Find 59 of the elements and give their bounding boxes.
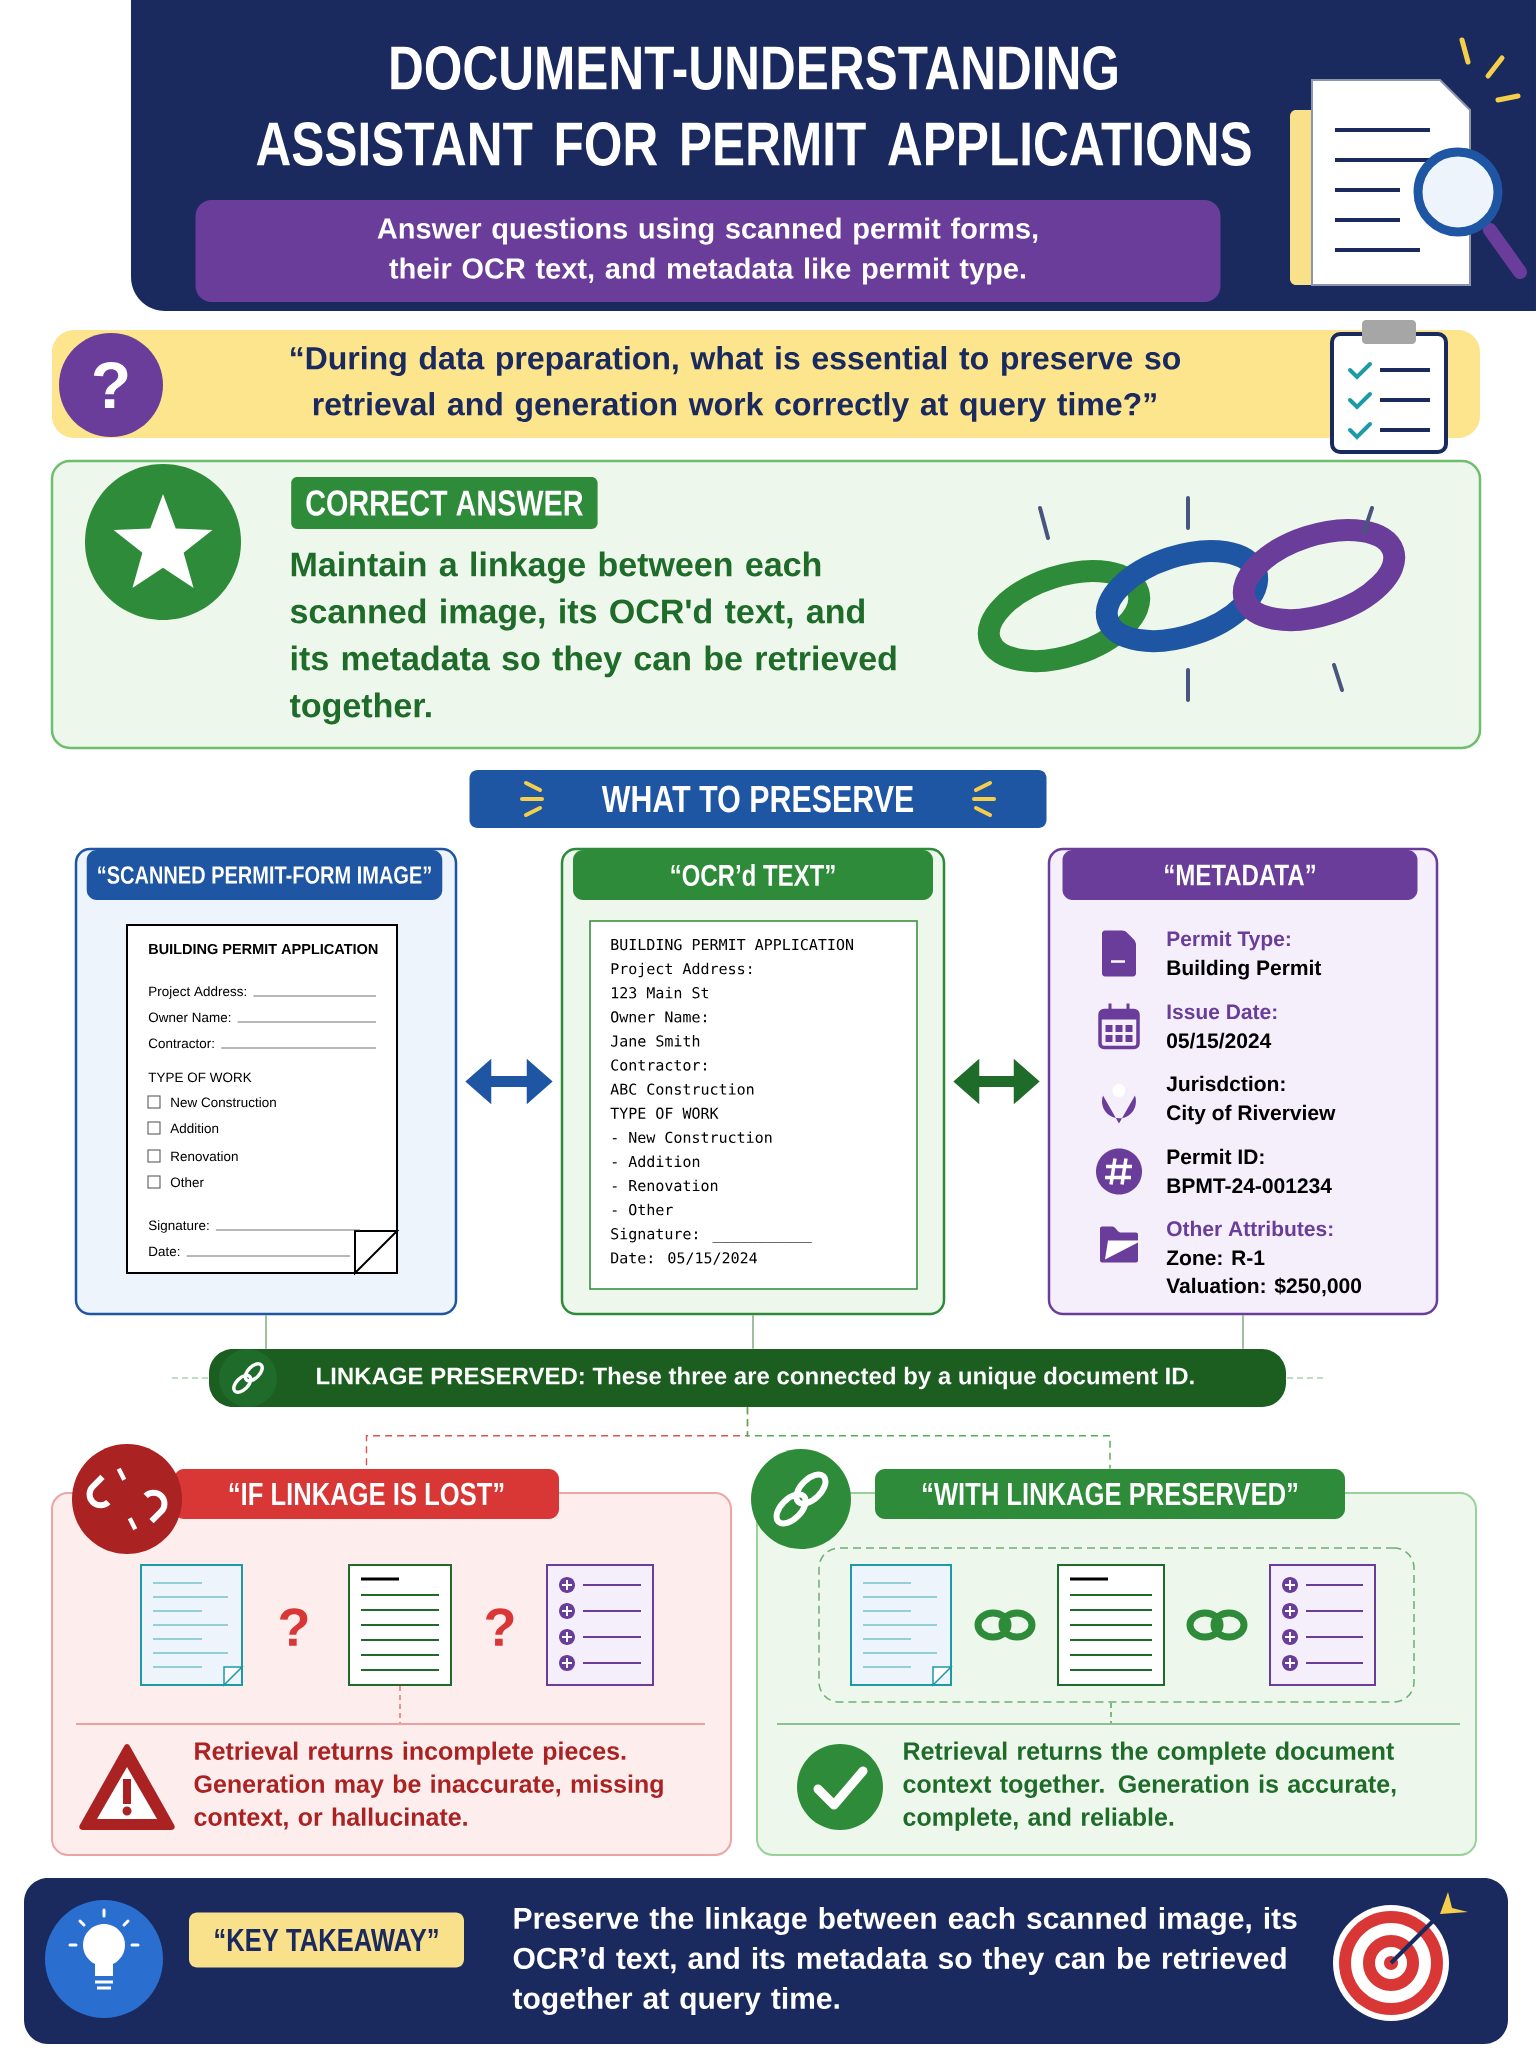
question-mark: ?	[486, 1608, 514, 1646]
ocr-line: Project Address:	[611, 962, 752, 978]
field-label: Other Attributes:	[1167, 1220, 1333, 1237]
question-badge: ?	[59, 333, 163, 437]
form-heading: TYPE OF WORK	[148, 1072, 252, 1083]
ocr-line: Date: 05/15/2024	[611, 1252, 757, 1265]
ocr-line: - Renovation	[612, 1179, 718, 1192]
field-label: Issue Date:	[1167, 1004, 1277, 1020]
field-label: Jurisdction:	[1166, 1075, 1285, 1092]
section-banner: WHAT TO PRESERVE	[469, 770, 1047, 828]
checkbox-label: New Construction	[171, 1097, 276, 1108]
metadata-list-picture	[546, 1564, 654, 1686]
takeaway-tag: “KEY TAKEAWAY”	[189, 1912, 464, 1968]
field-value: Zone: R-1	[1166, 1250, 1265, 1266]
title: DOCUMENT-UNDERSTANDING ASSISTANT FOR PERMIT APPLICATIONS	[256, 46, 1251, 166]
metadata-list-picture	[1269, 1564, 1376, 1686]
panel-tab: “OCR’d TEXT”	[573, 850, 933, 900]
ocr-line: Jane Smith	[611, 1035, 700, 1047]
ocr-line: ABC Construction	[610, 1083, 754, 1095]
field-value: Valuation: $250,000	[1166, 1277, 1362, 1297]
connector-line	[746, 1406, 1111, 1470]
field-value: BPMT-24-001234	[1167, 1178, 1332, 1194]
field-label: Project Address:	[149, 986, 246, 999]
ocr-line: Signature: ___________	[611, 1227, 812, 1243]
ocr-line: Contractor:	[611, 1059, 706, 1071]
field-label: Signature:	[148, 1220, 209, 1233]
ocr-line: Owner Name:	[611, 1011, 706, 1023]
connector-line	[1242, 1314, 1244, 1350]
question-mark: ?	[280, 1608, 308, 1646]
ocr-line: 123 Main St	[612, 986, 709, 999]
subtitle-box: Answer questions using scanned permit forms, their OCR text, and metadata like permit type.	[195, 200, 1221, 302]
connector-line	[752, 1314, 754, 1350]
panel-tab: “METADATA”	[1062, 850, 1418, 900]
text-document-picture	[348, 1564, 452, 1686]
field-value: 05/15/2024	[1167, 1032, 1272, 1049]
field-label: Permit Type:	[1167, 930, 1290, 951]
panel-tab: “WITH LINKAGE PRESERVED”	[875, 1469, 1345, 1519]
field-value: Building Permit	[1167, 959, 1322, 980]
checkbox-label: Addition	[170, 1123, 219, 1134]
answer-tag: CORRECT ANSWER	[291, 477, 598, 529]
ocr-line: - New Construction	[612, 1131, 772, 1144]
ocr-line: TYPE OF WORK	[610, 1107, 719, 1119]
ocr-line: - Addition	[612, 1155, 700, 1168]
field-label: Owner Name:	[148, 1012, 231, 1023]
connector-line	[265, 1314, 267, 1350]
field-value: City of Riverview	[1167, 1104, 1336, 1125]
ocr-line: BUILDING PERMIT APPLICATION	[611, 938, 853, 951]
panel-tab: “SCANNED PERMIT-FORM IMAGE”	[86, 850, 443, 900]
ocr-line: - Other	[612, 1203, 673, 1216]
panel-tab: “IF LINKAGE IS LOST”	[174, 1469, 559, 1519]
field-label: Contractor:	[148, 1038, 214, 1049]
form-heading: BUILDING PERMIT APPLICATION	[149, 943, 378, 955]
linkage-bar: LINKAGE PRESERVED: These three are connected by a unique document ID.	[209, 1349, 1286, 1407]
field-label: Permit ID:	[1167, 1148, 1264, 1165]
field-label: Date:	[149, 1246, 180, 1257]
dashed-group-box	[818, 1547, 1415, 1703]
checkbox-label: Other	[170, 1177, 204, 1188]
text-document-picture	[1057, 1564, 1165, 1686]
checkbox-label: Renovation	[171, 1151, 238, 1162]
